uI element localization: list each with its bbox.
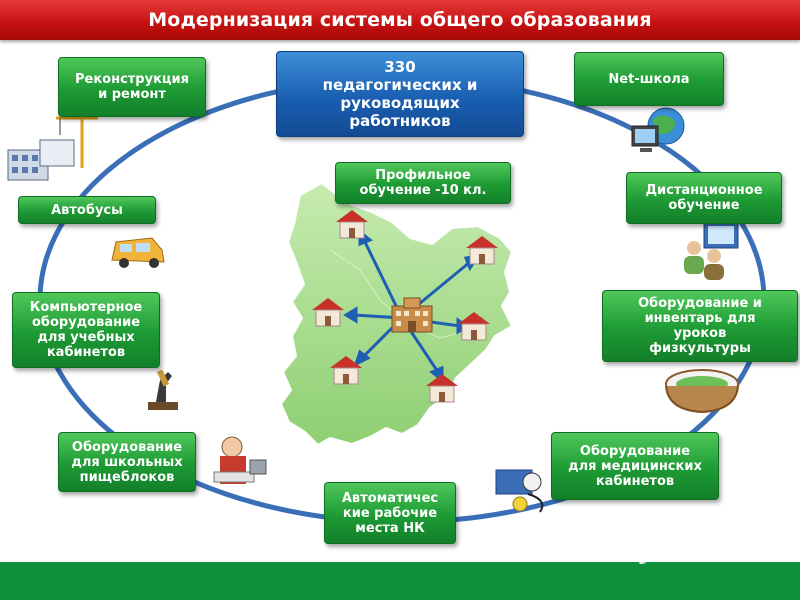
people-computer-icon — [684, 221, 739, 280]
medical-box: Оборудование для медицинских кабинетов — [551, 432, 719, 500]
netschool-box: Net-школа — [574, 52, 724, 106]
school-icon — [391, 297, 433, 333]
microscope-icon — [148, 369, 178, 410]
title-bar — [0, 0, 800, 40]
computer-globe-icon — [631, 107, 685, 152]
teachers-box: 330 педагогических и руководящих работни… — [276, 51, 524, 137]
medical-equipment-icon — [495, 469, 544, 513]
page-title: Модернизация системы общего образования — [148, 9, 652, 31]
reconstruction-box: Реконструкция и ремонт — [58, 57, 206, 117]
buses-box: Автобусы — [18, 196, 156, 224]
distance-learning-box: Дистанционное обучение — [626, 172, 782, 224]
stadium-icon — [665, 369, 739, 414]
profile-education-box: Профильное обучение -10 кл. — [335, 162, 511, 204]
computers-box: Компьютерное оборудование для учебных ка… — [12, 292, 160, 368]
bus-icon — [111, 237, 165, 268]
watermark-text: MyShared — [612, 536, 754, 565]
cook-icon — [213, 436, 267, 484]
construction-icon — [7, 112, 98, 181]
house-icons — [312, 210, 498, 403]
canteen-box: Оборудование для школьных пищеблоков — [58, 432, 196, 492]
workplaces-box: Автоматичес кие рабочие места НК — [324, 482, 456, 544]
sport-equipment-box: Оборудование и инвентарь для уроков физк… — [602, 290, 798, 362]
bottom-band — [0, 562, 800, 600]
